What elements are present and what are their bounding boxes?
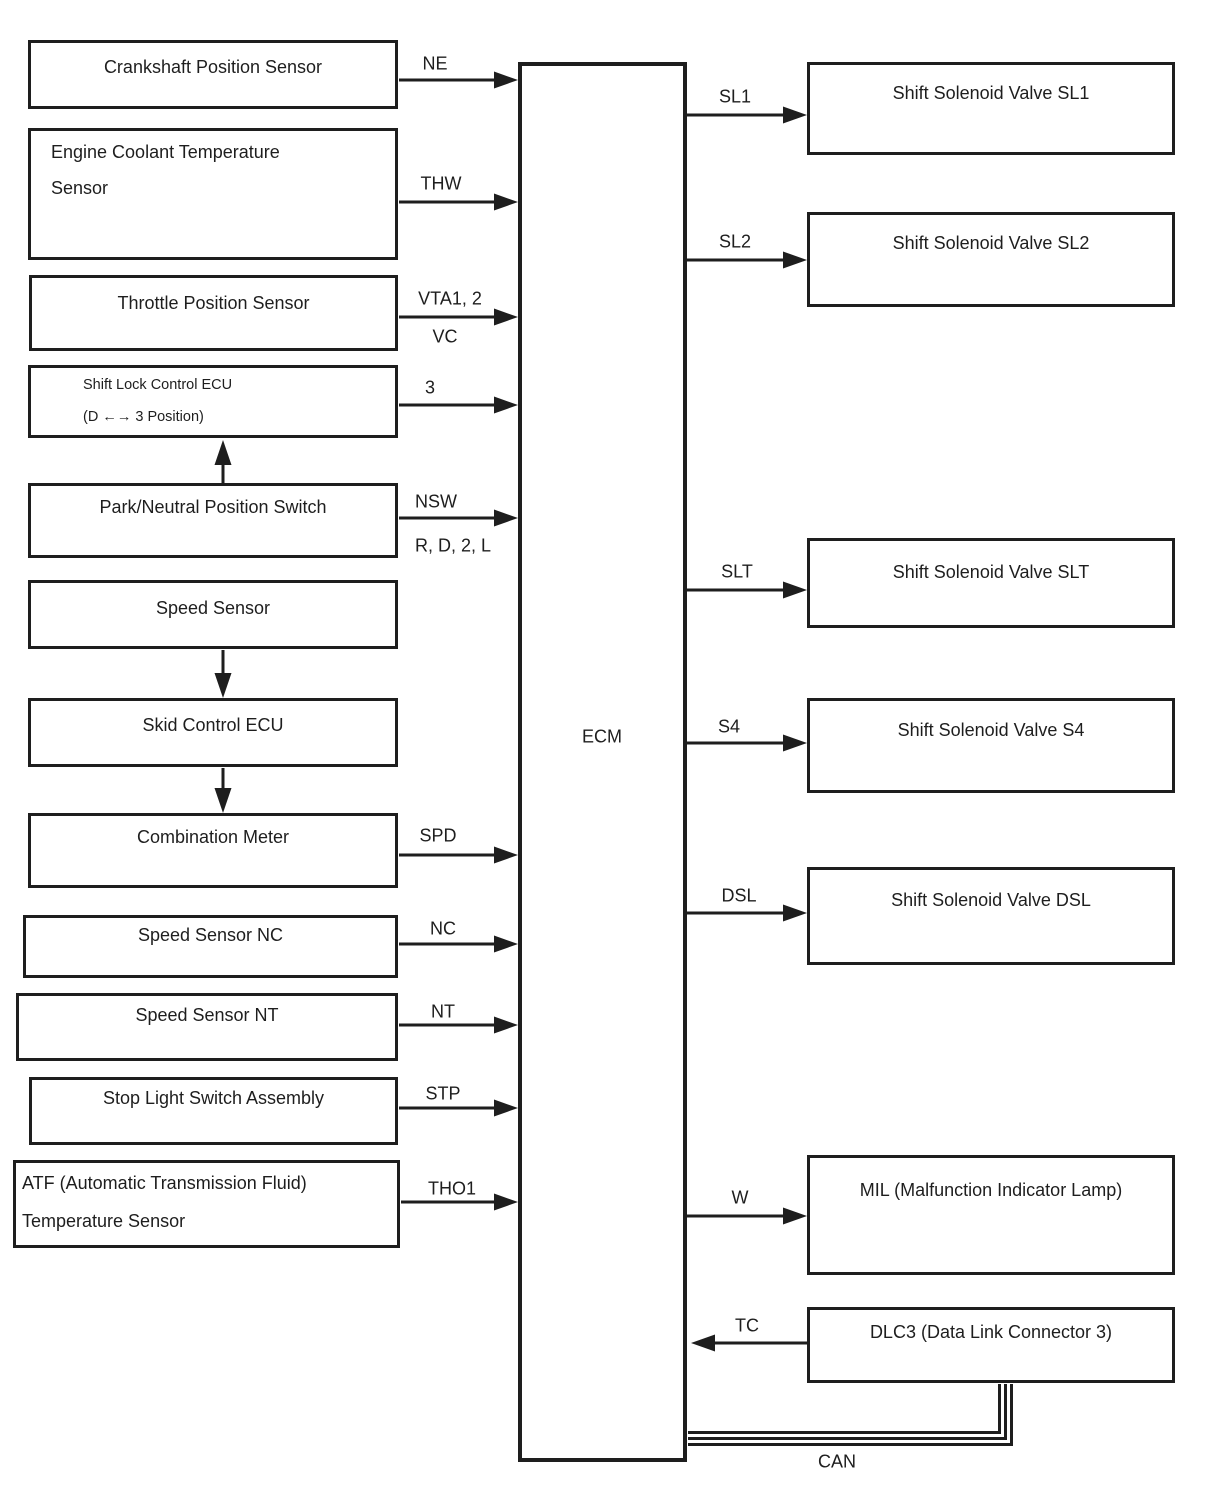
- box-shift-solenoid-valve-dsl: Shift Solenoid Valve DSL: [807, 867, 1175, 965]
- box-shift-solenoid-valve-s4: Shift Solenoid Valve S4: [807, 698, 1175, 793]
- box-title: Speed Sensor NT: [135, 1005, 279, 1025]
- wire-skid-to-combination: [214, 768, 232, 813]
- box-title-line2: Temperature Sensor: [22, 1211, 186, 1231]
- box-title: Park/Neutral Position Switch: [99, 497, 327, 517]
- box-shift-solenoid-valve-slt: Shift Solenoid Valve SLT: [807, 538, 1175, 628]
- box-title-line2: (D ←→ 3 Position): [83, 409, 204, 425]
- box-speed-sensor-nc: Speed Sensor NC: [23, 915, 398, 978]
- box-crankshaft-position-sensor: Crankshaft Position Sensor: [28, 40, 398, 109]
- wire-sl1: [687, 106, 807, 124]
- wire-sl2: [687, 251, 807, 269]
- box-combination-meter: Combination Meter: [28, 813, 398, 888]
- signal-label-tho1: THO1: [427, 1178, 477, 1199]
- box-title: Speed Sensor: [155, 598, 271, 618]
- box-title-line2: Sensor: [51, 178, 109, 198]
- box-speed-sensor-nt: Speed Sensor NT: [16, 993, 398, 1061]
- box-title: Shift Solenoid Valve SL1: [892, 83, 1090, 103]
- wire-spd: [399, 846, 518, 864]
- box-title: Throttle Position Sensor: [117, 293, 310, 313]
- box-title: Speed Sensor NC: [137, 925, 284, 945]
- box-shift-solenoid-valve-sl2: Shift Solenoid Valve SL2: [807, 212, 1175, 307]
- wire-slt: [687, 581, 807, 599]
- wire-s4: [687, 734, 807, 752]
- box-title: DLC3 (Data Link Connector 3): [869, 1322, 1113, 1342]
- box-atf-temperature-sensor: ATF (Automatic Transmission Fluid) Tempe…: [13, 1160, 400, 1248]
- box-title: Shift Solenoid Valve S4: [897, 720, 1085, 740]
- wire-nt: [399, 1016, 518, 1034]
- signal-label-dsl: DSL: [721, 885, 757, 906]
- wire-w: [687, 1207, 807, 1225]
- box-engine-coolant-temperature-sensor: Engine Coolant Temperature Sensor: [28, 128, 398, 260]
- box-title: Shift Solenoid Valve DSL: [891, 890, 1091, 910]
- box-title-line1: ATF (Automatic Transmission Fluid): [22, 1173, 307, 1193]
- signal-label-vta: VTA1, 2: [418, 288, 482, 309]
- box-mil: MIL (Malfunction Indicator Lamp): [807, 1155, 1175, 1275]
- signal-label-thw: THW: [420, 173, 462, 194]
- signal-label-rd2l: R, D, 2, L: [414, 535, 492, 556]
- signal-label-ne: NE: [422, 53, 448, 74]
- can-bus-label: CAN: [817, 1451, 857, 1472]
- box-ecm: [518, 62, 687, 1462]
- signal-label-slt: SLT: [721, 561, 753, 582]
- signal-label-vc: VC: [432, 326, 458, 347]
- wire-speed-to-skid: [214, 650, 232, 698]
- can-bus: [688, 1384, 1013, 1446]
- box-speed-sensor: Speed Sensor: [28, 580, 398, 649]
- box-park-neutral-position-switch: Park/Neutral Position Switch: [28, 483, 398, 558]
- box-title: Skid Control ECU: [142, 715, 284, 735]
- wire-stp: [399, 1099, 518, 1117]
- signal-label-nc: NC: [430, 918, 456, 939]
- wire-tc: [691, 1334, 807, 1352]
- signal-label-nsw: NSW: [415, 491, 457, 512]
- box-title-line1: Shift Lock Control ECU: [83, 377, 233, 393]
- box-title: MIL (Malfunction Indicator Lamp): [859, 1180, 1123, 1200]
- wire-nsw: [399, 509, 518, 527]
- signal-label-sl2: SL2: [718, 231, 752, 252]
- box-shift-lock-control-ecu: Shift Lock Control ECU (D ←→ 3 Position): [28, 365, 398, 438]
- box-title: Combination Meter: [136, 827, 290, 847]
- wire-dsl: [687, 904, 807, 922]
- signal-label-sl1: SL1: [718, 86, 752, 107]
- wire-vta-vc: [399, 308, 518, 326]
- wire-parkneutral-to-shiftlock: [214, 440, 232, 483]
- box-stop-light-switch-assembly: Stop Light Switch Assembly: [29, 1077, 398, 1145]
- box-shift-solenoid-valve-sl1: Shift Solenoid Valve SL1: [807, 62, 1175, 155]
- signal-label-w: W: [731, 1187, 749, 1208]
- signal-label-s4: S4: [717, 716, 741, 737]
- wire-nc: [399, 935, 518, 953]
- wire-3: [399, 396, 518, 414]
- box-dlc3: DLC3 (Data Link Connector 3): [807, 1307, 1175, 1383]
- signal-label-tc: TC: [735, 1315, 759, 1336]
- signal-label-3: 3: [424, 377, 436, 398]
- box-skid-control-ecu: Skid Control ECU: [28, 698, 398, 767]
- box-title: Crankshaft Position Sensor: [103, 57, 323, 77]
- box-title: Shift Solenoid Valve SL2: [892, 233, 1090, 253]
- wire-ne: [399, 71, 518, 89]
- wire-tho1: [401, 1193, 518, 1211]
- box-title: Shift Solenoid Valve SLT: [892, 562, 1090, 582]
- ecm-label: ECM: [582, 726, 622, 747]
- signal-label-nt: NT: [431, 1001, 455, 1022]
- signal-label-spd: SPD: [419, 825, 457, 846]
- box-title-line1: Engine Coolant Temperature: [51, 142, 280, 162]
- wire-thw: [399, 193, 518, 211]
- box-title: Stop Light Switch Assembly: [102, 1088, 325, 1108]
- box-throttle-position-sensor: Throttle Position Sensor: [29, 275, 398, 351]
- signal-label-stp: STP: [425, 1083, 461, 1104]
